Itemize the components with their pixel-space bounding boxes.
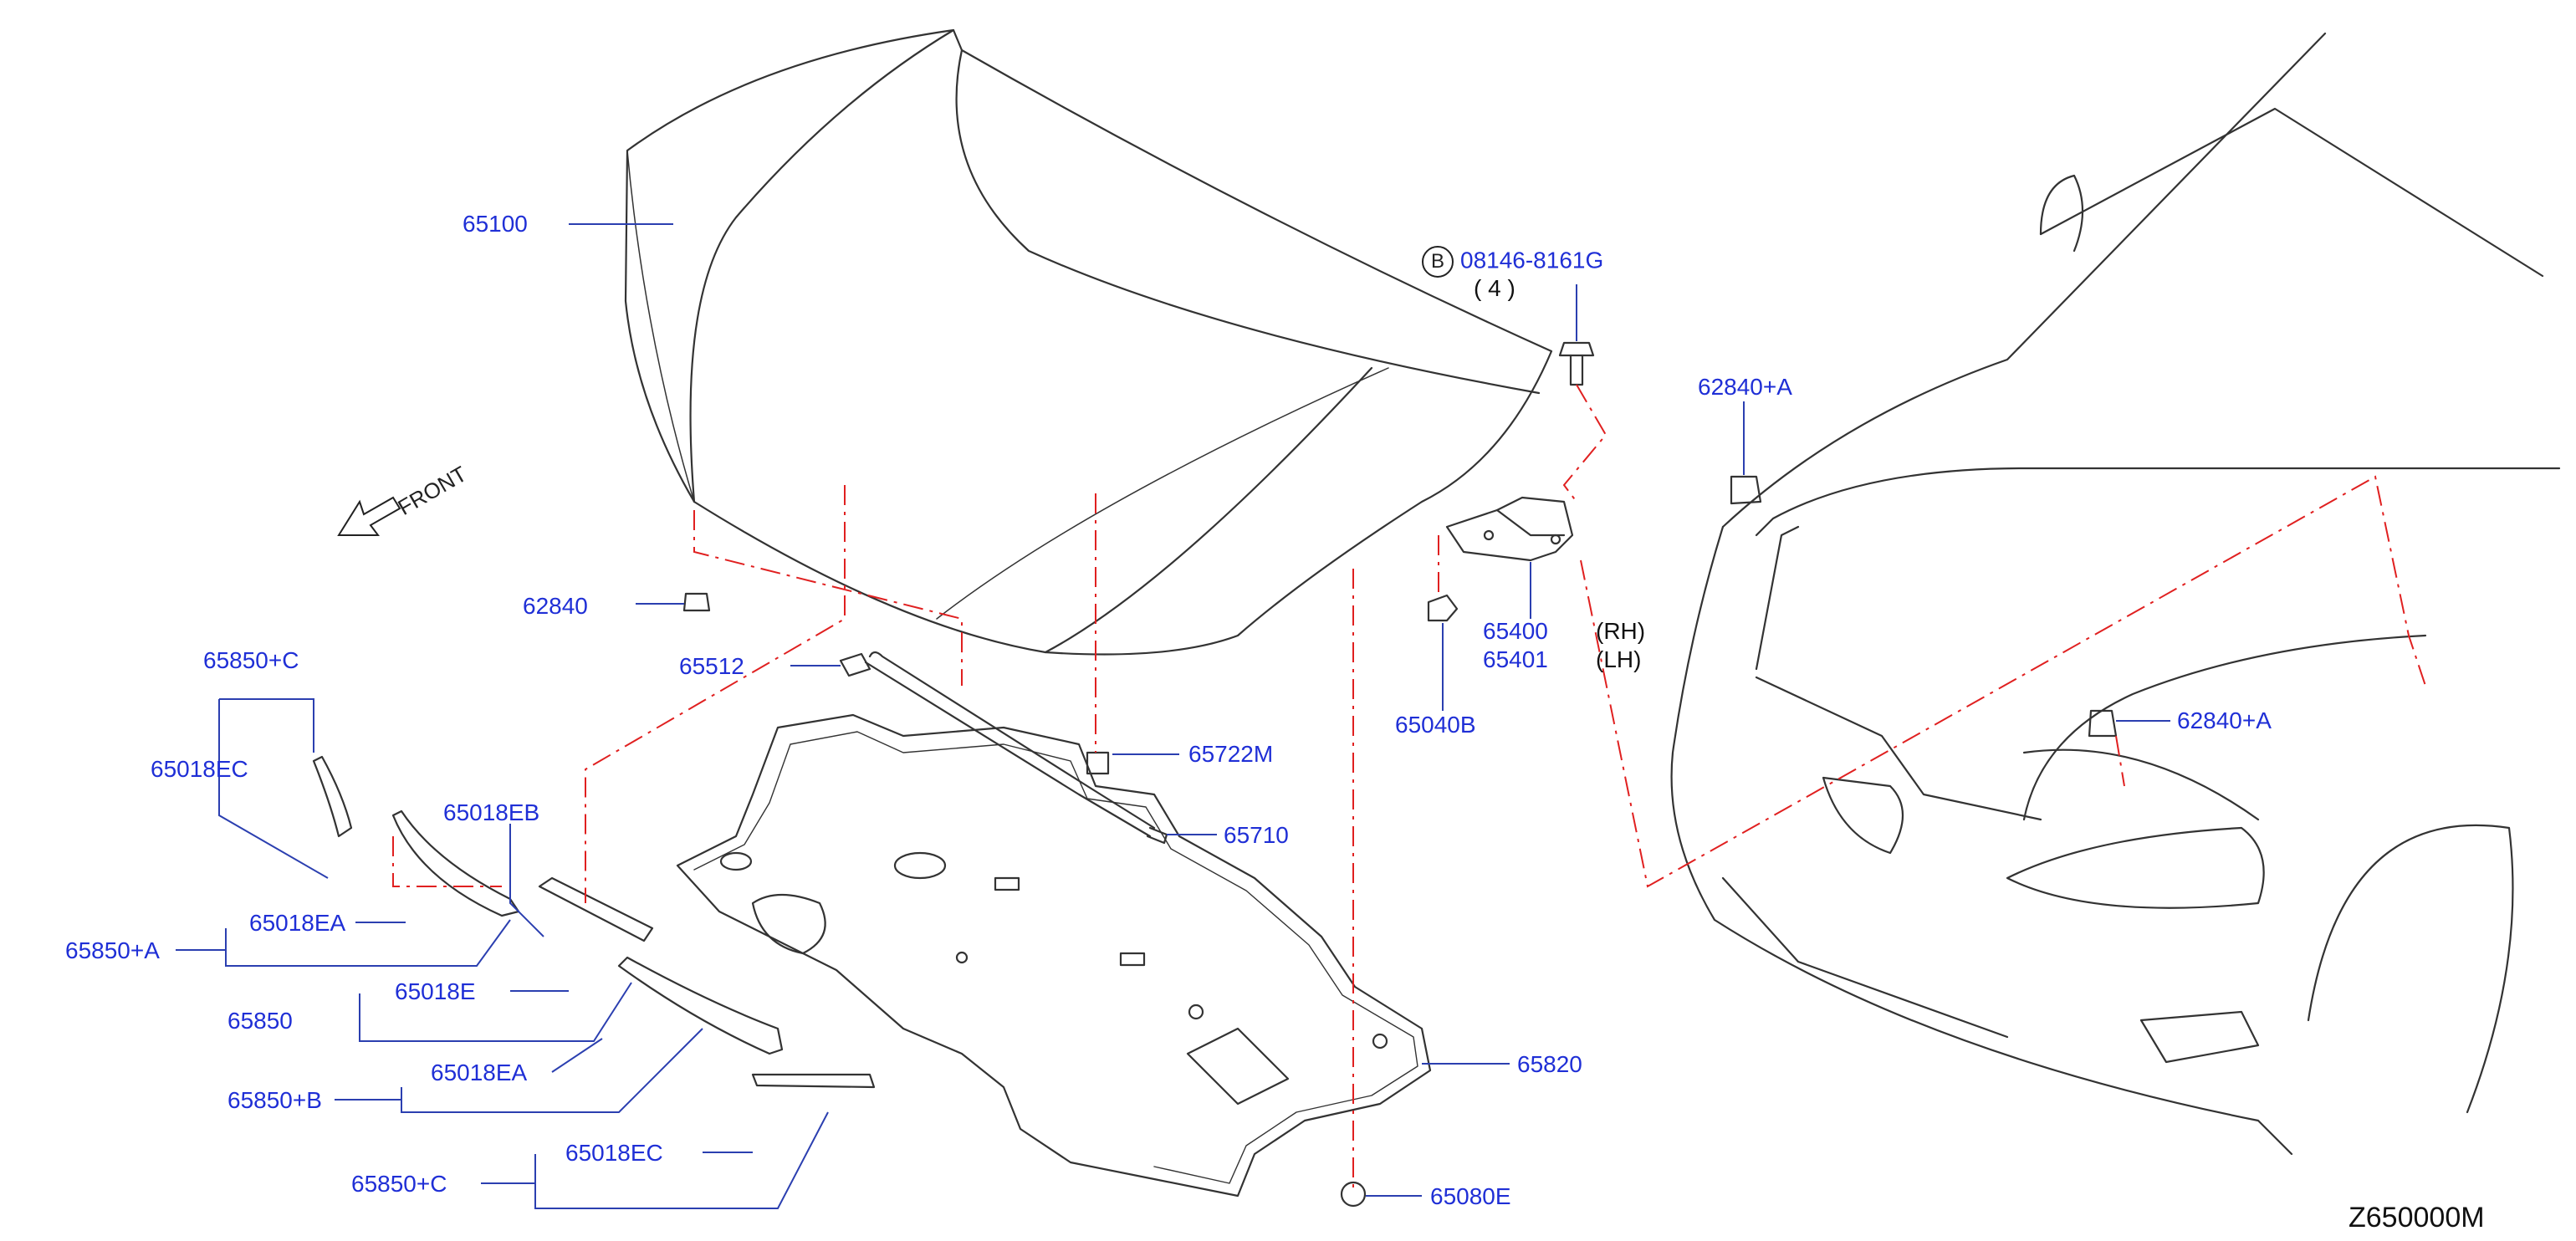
bolt (1558, 341, 1595, 386)
leader-65850c-bottom (481, 1111, 829, 1209)
clip (839, 652, 871, 677)
label-65401: 65401 (1483, 646, 1548, 672)
seal-strips (312, 755, 876, 1089)
label-65850a: 65850+A (65, 937, 160, 963)
label-65018eb: 65018EB (443, 799, 540, 825)
grommet (1086, 751, 1110, 775)
leader-65850 (359, 982, 632, 1042)
bumper-rubber (682, 592, 711, 612)
front-arrow-icon (337, 496, 401, 536)
leader-65018ea-bottom (551, 1038, 603, 1073)
label-65512: 65512 (679, 653, 744, 679)
label-08146-text: 08146-8161G (1460, 247, 1604, 273)
label-65710: 65710 (1224, 822, 1289, 848)
label-62840a-right: 62840+A (2177, 707, 2272, 733)
label-65850c-bottom: 65850+C (351, 1171, 447, 1197)
leader-65018eb (509, 824, 544, 937)
bumper-rubber-a-top (1730, 475, 1762, 505)
hood-hinge (1445, 496, 1574, 562)
vehicle-front (1670, 32, 2561, 1156)
label-65018e: 65018E (395, 978, 476, 1004)
nut (1427, 594, 1459, 622)
leader-65850b (335, 1028, 703, 1113)
diagram-code: Z650000M (2349, 1202, 2485, 1233)
centerline-seals (392, 836, 502, 887)
label-lh: (LH) (1596, 646, 1642, 672)
label-65018ea-top: 65018EA (249, 910, 346, 936)
bolt-marker-icon: B (1422, 246, 1454, 278)
label-65100: 65100 (463, 211, 528, 237)
label-65018ea-bottom: 65018EA (431, 1060, 528, 1085)
label-65722m: 65722M (1188, 741, 1274, 767)
label-65850c-top: 65850+C (203, 647, 299, 673)
label-65018ec-top: 65018EC (151, 756, 248, 782)
hood-stay (864, 651, 1168, 845)
label-65080e: 65080E (1430, 1183, 1511, 1209)
label-65820: 65820 (1517, 1051, 1582, 1077)
label-65040b: 65040B (1395, 712, 1476, 738)
centerline-hood-mid (585, 485, 846, 903)
centerline-vehicle (1580, 475, 2426, 888)
label-rh: (RH) (1596, 618, 1646, 644)
label-62840a-top: 62840+A (1698, 374, 1792, 400)
centerline-hood-left (693, 510, 963, 686)
centerline-bumper-a (2115, 735, 2125, 787)
leader-65850c-top (218, 698, 329, 879)
label-65850: 65850 (227, 1008, 293, 1034)
clip-round (1340, 1181, 1367, 1208)
leader-65850a (176, 919, 511, 967)
hood-insulator (676, 713, 1432, 1198)
label-65400: 65400 (1483, 618, 1548, 644)
label-bolt-qty: ( 4 ) (1474, 275, 1515, 301)
label-62840: 62840 (523, 593, 588, 619)
label-65850b: 65850+B (227, 1087, 322, 1113)
hood-panel (624, 28, 1553, 656)
label-65018ec-bottom: 65018EC (565, 1140, 663, 1166)
centerline-bolt (1562, 384, 1607, 503)
bumper-rubber-a-right (2088, 709, 2118, 738)
